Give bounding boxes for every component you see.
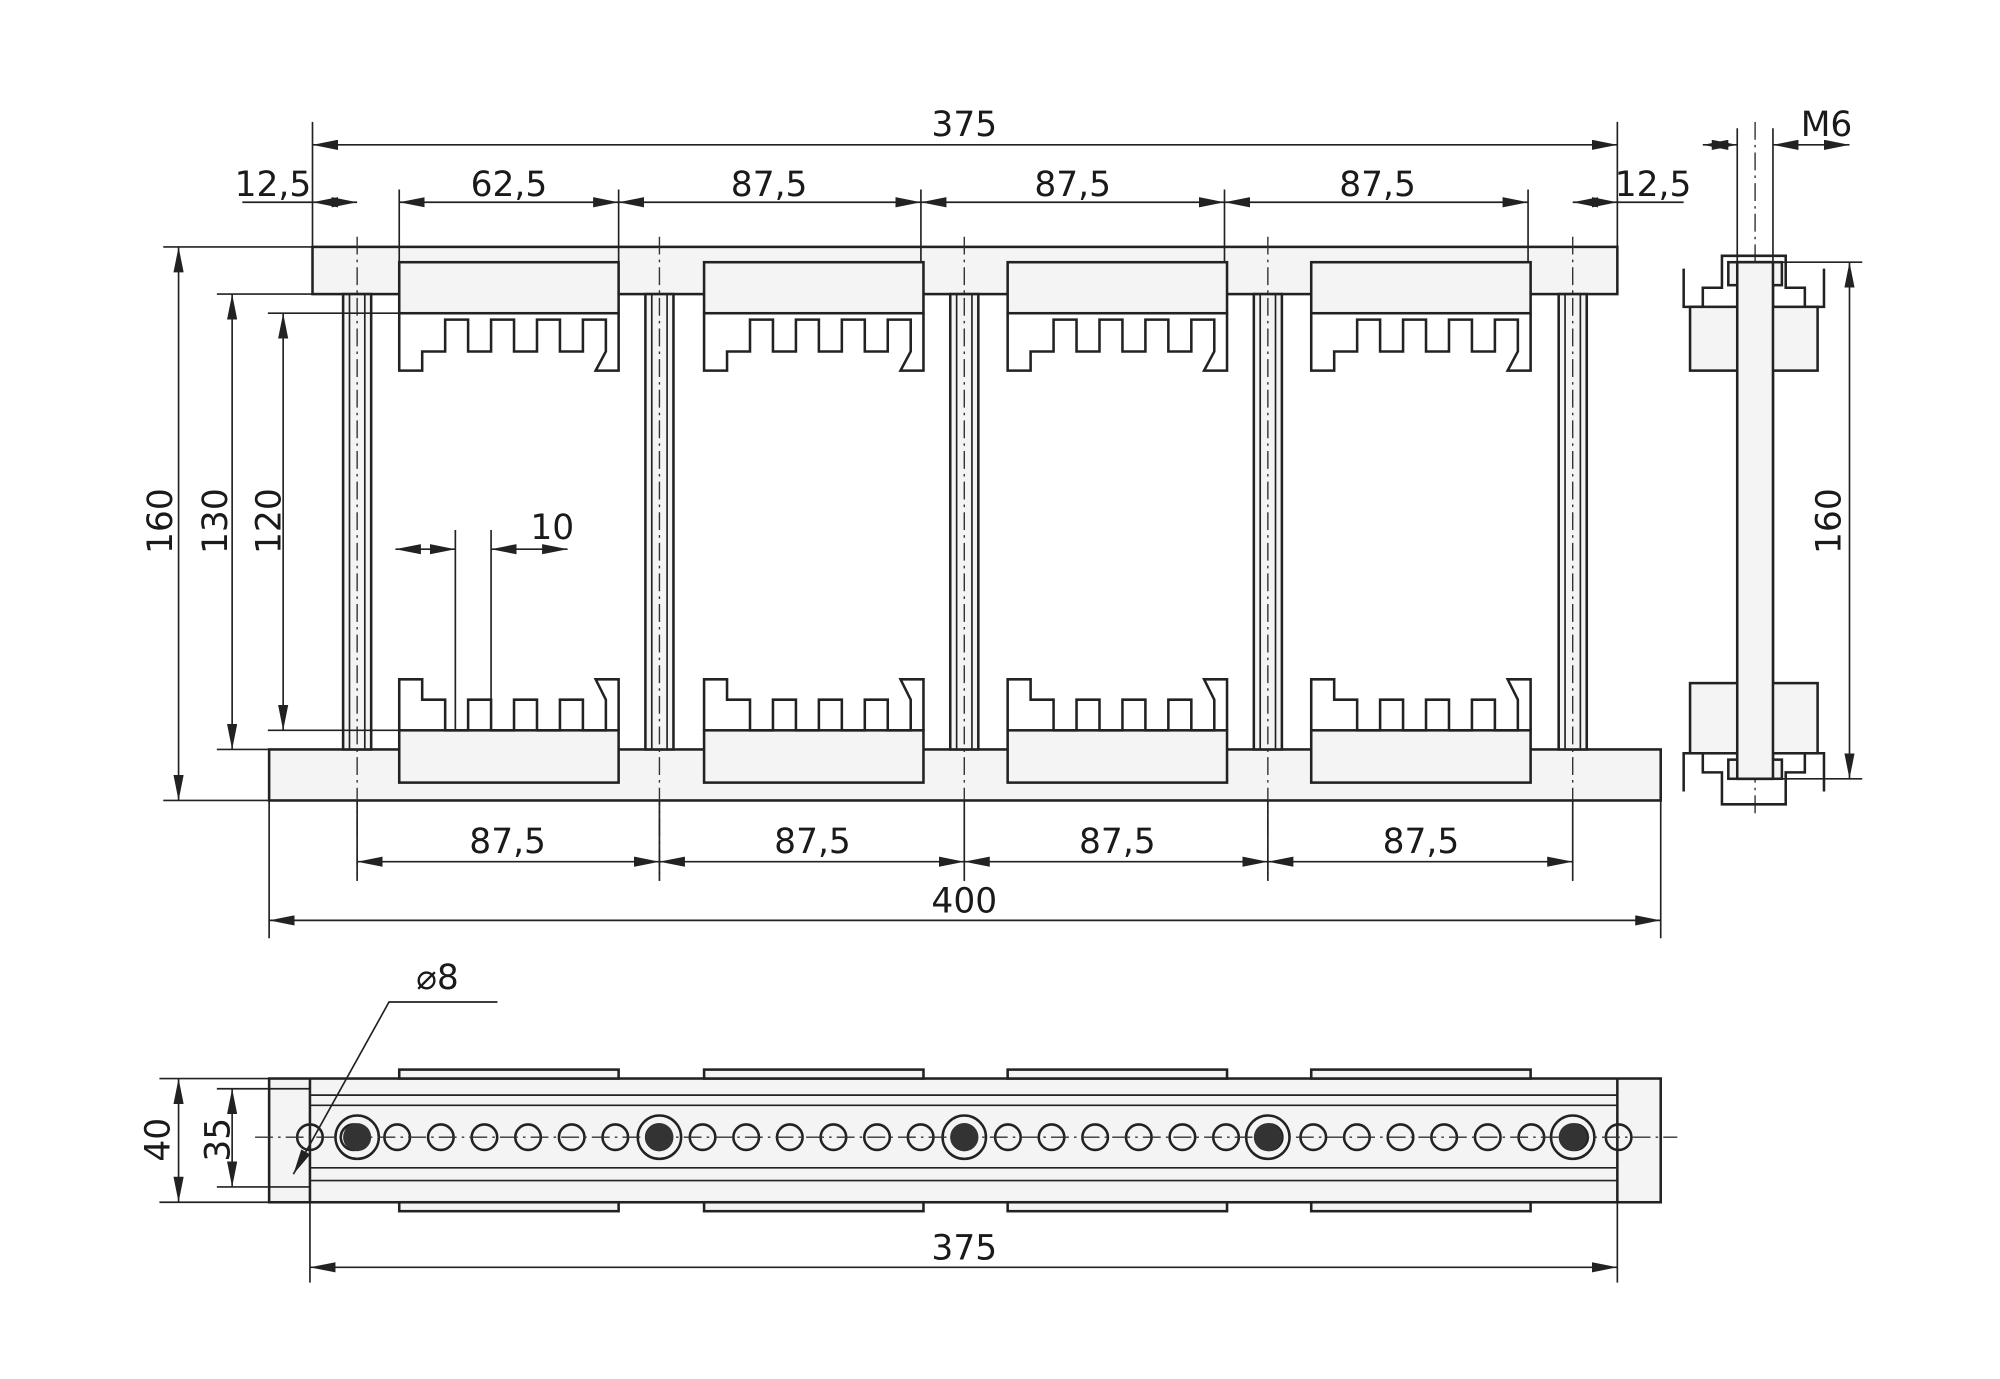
dim-overall-top: 375 xyxy=(931,105,997,145)
mounting-hole xyxy=(1168,1123,1197,1152)
dimension-lines xyxy=(159,121,1863,1283)
dim-right-margin: 12,5 xyxy=(1615,165,1692,205)
bottom-view-clamp-top xyxy=(702,1068,925,1080)
bottom-clamp-body xyxy=(702,729,925,784)
dim-pitch-2: 87,5 xyxy=(731,165,808,205)
top-clamp-body xyxy=(702,260,925,315)
bottom-view-clamp-bottom xyxy=(1309,1200,1532,1213)
dim-width-inner: 35 xyxy=(199,1118,239,1162)
top-clamp-body xyxy=(397,260,620,315)
bottom-view-clamp-top xyxy=(1309,1068,1532,1080)
top-clamp-body xyxy=(1006,260,1229,315)
dim-bottom-pitch-2: 87,5 xyxy=(774,822,851,862)
top-clamp-teeth xyxy=(702,313,925,372)
bottom-clamp-body xyxy=(397,729,620,784)
dim-slot-width: 10 xyxy=(530,508,574,548)
dim-overall-bottom: 400 xyxy=(931,882,997,922)
bottom-view-clamp-top xyxy=(397,1068,620,1080)
dim-left-margin: 12,5 xyxy=(235,165,312,205)
dim-pitch-3: 87,5 xyxy=(1034,165,1111,205)
top-clamp-teeth xyxy=(397,313,620,372)
dim-bottom-pitch-1: 87,5 xyxy=(469,822,546,862)
dim-bottom-length: 375 xyxy=(931,1229,997,1269)
top-clamp-teeth xyxy=(1006,313,1229,372)
bottom-clamp-teeth xyxy=(1309,678,1532,732)
bottom-clamp-teeth xyxy=(702,678,925,732)
bottom-clamp-body xyxy=(1309,729,1532,784)
dim-bottom-pitch-4: 87,5 xyxy=(1383,822,1460,862)
dim-height-clamp: 120 xyxy=(250,488,290,554)
dim-first-pitch: 62,5 xyxy=(471,165,548,205)
dim-side-height: 160 xyxy=(1810,488,1850,554)
bottom-view-clamp-bottom xyxy=(397,1200,620,1213)
mounting-hole xyxy=(863,1123,892,1152)
bottom-view-clamp-top xyxy=(1006,1068,1229,1080)
bottom-clamp-body xyxy=(1006,729,1229,784)
dim-thread: M6 xyxy=(1801,105,1853,145)
dim-hole-diameter: ⌀8 xyxy=(416,958,459,998)
dim-bottom-pitch-3: 87,5 xyxy=(1079,822,1156,862)
bottom-clamp-teeth xyxy=(397,678,620,732)
bottom-view-clamp-bottom xyxy=(702,1200,925,1213)
bottom-clamp-teeth xyxy=(1006,678,1229,732)
part-geometry xyxy=(255,121,1826,1213)
top-clamp-body xyxy=(1309,260,1532,315)
bottom-view-clamp-bottom xyxy=(1006,1200,1229,1213)
mounting-hole xyxy=(1473,1123,1502,1152)
side-rod-front xyxy=(1735,260,1775,781)
dim-height-overall: 160 xyxy=(141,488,181,554)
hole-leader xyxy=(292,1001,498,1175)
dim-pitch-4: 87,5 xyxy=(1339,165,1416,205)
dim-height-inner: 130 xyxy=(196,488,236,554)
dim-width-outer: 40 xyxy=(139,1118,179,1162)
top-clamp-teeth xyxy=(1309,313,1532,372)
